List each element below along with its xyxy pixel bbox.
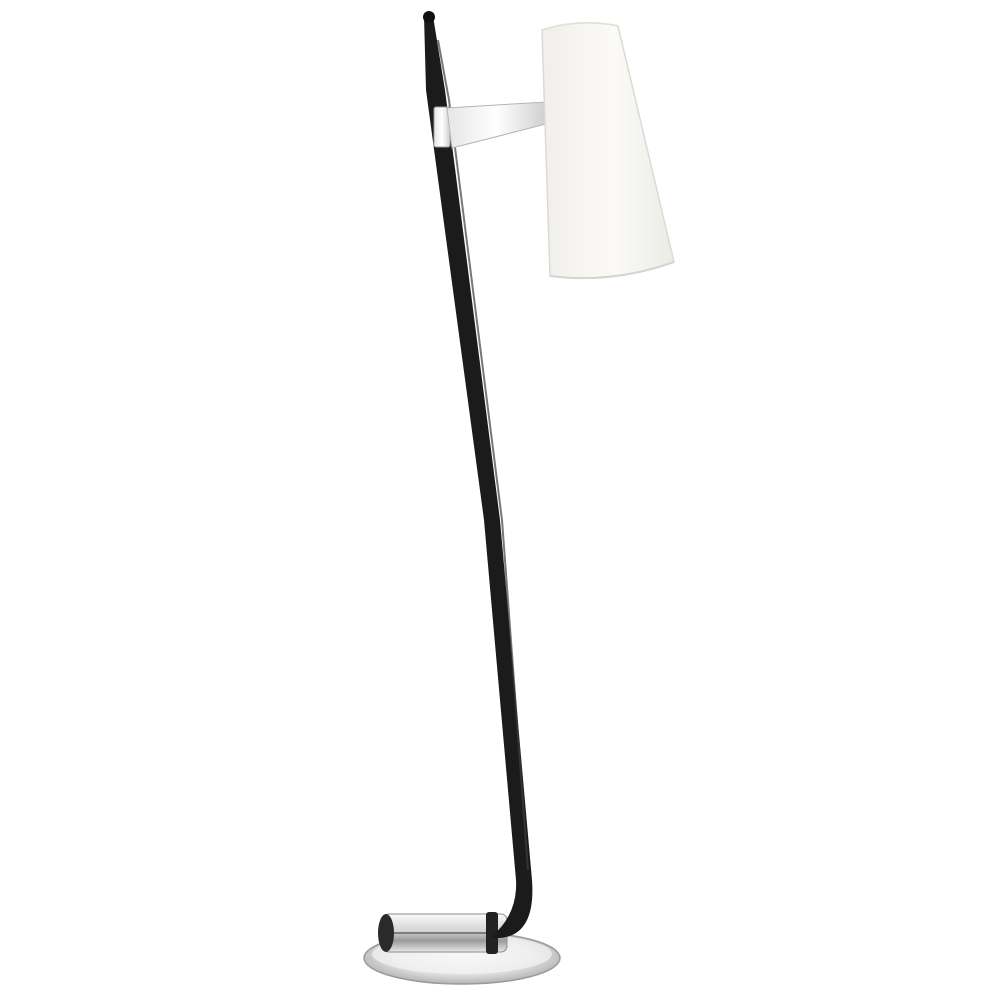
base-clamp [378, 912, 508, 954]
shade-arm [446, 101, 547, 149]
lamp-shade [541, 22, 675, 280]
lamp-stem [423, 11, 533, 938]
